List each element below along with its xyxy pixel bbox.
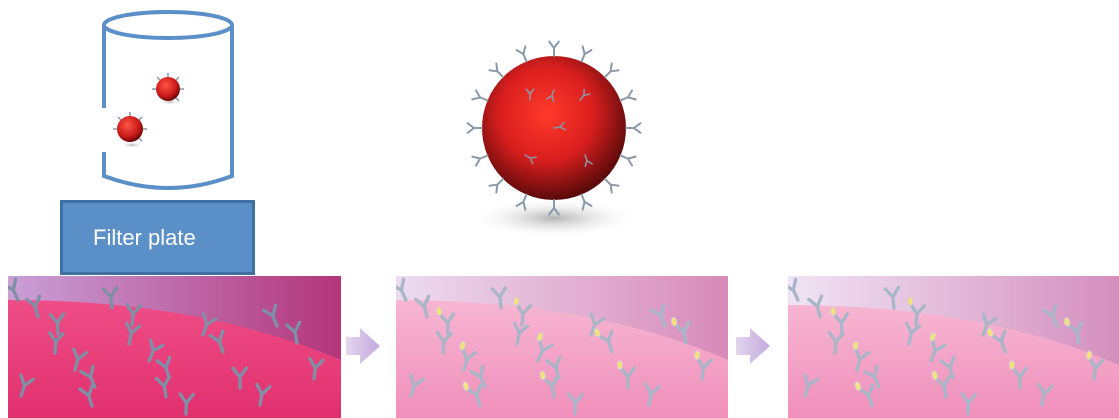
antibody-coated-bead-icon	[468, 42, 641, 238]
bead-icon	[152, 73, 184, 105]
filter-plate-label: Filter plate	[60, 200, 255, 275]
surface-panel-2	[385, 272, 728, 418]
antibody-icon	[626, 123, 640, 133]
surface-panel-1	[4, 276, 341, 418]
step-arrow-icon	[346, 328, 380, 364]
bead-icon	[113, 112, 147, 148]
antibody-icon	[468, 123, 482, 133]
antibody-icon	[549, 42, 559, 56]
step-arrow-icon	[736, 328, 770, 364]
surface-panel-3	[777, 272, 1119, 418]
